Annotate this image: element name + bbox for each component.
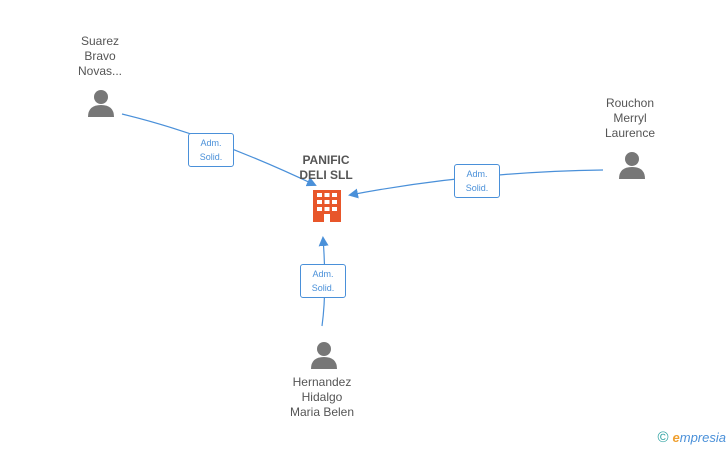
person-icon[interactable] bbox=[88, 90, 114, 117]
brand-logo-text: mpresia bbox=[679, 430, 726, 445]
person-name-line: Rouchon bbox=[605, 96, 655, 110]
person-name-line: Merryl bbox=[613, 111, 647, 125]
building-icon[interactable] bbox=[313, 190, 341, 222]
person-name-line: Suarez bbox=[80, 34, 120, 48]
brand-logo: empresia bbox=[673, 430, 726, 445]
brand-footer[interactable]: © empresia bbox=[657, 429, 726, 446]
person-icon[interactable] bbox=[311, 342, 337, 369]
company-name-line1: PANIFIC bbox=[302, 153, 350, 167]
person-label-hernandez[interactable]: Hernandez Hidalgo Maria Belen bbox=[272, 375, 372, 420]
person-icon[interactable] bbox=[619, 152, 645, 179]
edge-label-suarez[interactable]: Adm. Solid. bbox=[188, 133, 234, 167]
person-name-line: Hernandez bbox=[292, 375, 352, 389]
person-name-line: Maria Belen bbox=[289, 405, 355, 419]
person-name-line: Novas... bbox=[77, 64, 122, 78]
edge-label-hernandez[interactable]: Adm. Solid. bbox=[300, 264, 346, 298]
company-name-line2: DELI SLL bbox=[299, 168, 353, 182]
edge-label-line: Adm. bbox=[312, 269, 334, 279]
brand-logo-initial: e bbox=[672, 430, 680, 445]
edge-label-line: Adm. bbox=[200, 138, 222, 148]
person-label-suarez[interactable]: Suarez Bravo Novas... bbox=[60, 34, 140, 79]
person-name-line: Hidalgo bbox=[301, 390, 343, 404]
edge-label-line: Adm. bbox=[466, 169, 488, 179]
edge-label-line: Solid. bbox=[199, 152, 223, 162]
edge-label-rouchon[interactable]: Adm. Solid. bbox=[454, 164, 500, 198]
person-name-line: Laurence bbox=[604, 126, 656, 140]
copyright-icon: © bbox=[657, 429, 669, 446]
person-label-rouchon[interactable]: Rouchon Merryl Laurence bbox=[590, 96, 670, 141]
edge-label-line: Solid. bbox=[311, 283, 335, 293]
edge-label-line: Solid. bbox=[465, 183, 489, 193]
person-name-line: Bravo bbox=[84, 49, 116, 63]
company-name[interactable]: PANIFIC DELI SLL bbox=[290, 153, 362, 183]
